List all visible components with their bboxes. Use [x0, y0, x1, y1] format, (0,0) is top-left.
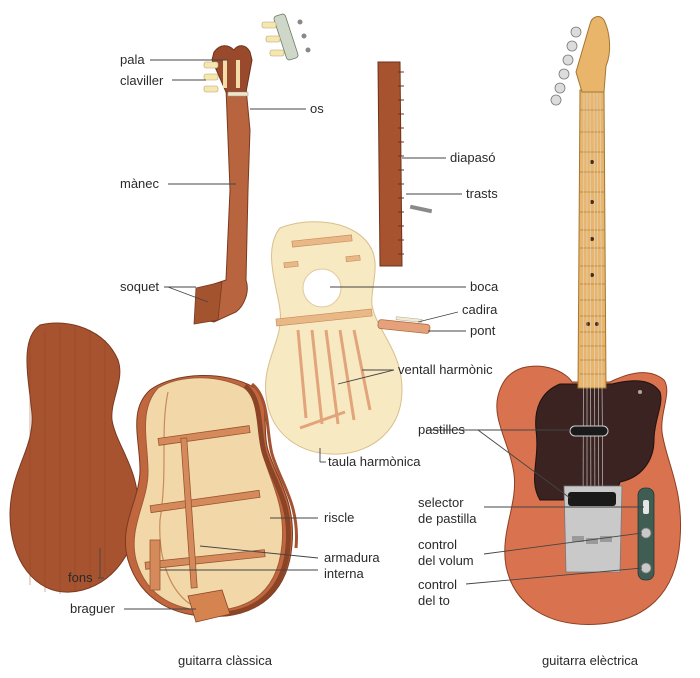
- head-slot-1: [223, 60, 227, 88]
- volume-knob: [640, 527, 652, 539]
- label-soquet: soquet: [120, 279, 159, 294]
- label-armadura-1: armadura: [324, 550, 380, 565]
- nut: [227, 91, 249, 97]
- label-pont: pont: [470, 323, 496, 338]
- label-manec: mànec: [120, 176, 160, 191]
- label-riscle: riscle: [324, 510, 354, 525]
- fan-bracing: [296, 329, 372, 430]
- label-taula: taula harmònica: [328, 454, 421, 469]
- electric-frets: [580, 109, 605, 375]
- electric-headstock: [575, 16, 611, 93]
- label-selector-2: de pastilla: [418, 511, 477, 526]
- guitar-back: [9, 322, 139, 593]
- sound-hole: [302, 268, 342, 308]
- label-armadura-2: interna: [324, 566, 365, 581]
- electric-strings: [582, 91, 604, 531]
- label-volum-2: del volum: [418, 553, 474, 568]
- tuning-pegs: [203, 61, 219, 93]
- label-to-2: del to: [418, 593, 450, 608]
- bridge-pickup: [568, 492, 616, 506]
- bridge: [377, 319, 431, 334]
- electric-tuners: [550, 26, 582, 106]
- label-ventall: ventall harmònic: [398, 362, 493, 377]
- label-selector-1: selector: [418, 495, 464, 510]
- label-volum-1: control: [418, 537, 457, 552]
- label-diapaso: diapasó: [450, 150, 496, 165]
- internal-bracing: [144, 425, 266, 591]
- fingerboard-frets: [398, 71, 404, 255]
- fingerboard: [377, 61, 403, 267]
- soundboard-bracing: [275, 234, 373, 327]
- label-fons: fons: [68, 570, 93, 585]
- heel-block: [187, 589, 231, 623]
- neck-pickup: [569, 425, 609, 437]
- label-boca: boca: [470, 279, 499, 294]
- label-claviller: claviller: [120, 73, 164, 88]
- heel-soquet: [193, 281, 223, 325]
- pickguard-screw: [638, 390, 642, 394]
- caption-electric: guitarra elèctrica: [542, 653, 639, 668]
- caption-classical: guitarra clàssica: [178, 653, 273, 668]
- part-labels: pala claviller os mànec soquet diapasó t…: [68, 52, 499, 616]
- pickup-selector-switch: [643, 500, 649, 514]
- label-pastilles: pastilles: [418, 422, 465, 437]
- bridge-saddles: [572, 536, 612, 544]
- label-to-1: control: [418, 577, 457, 592]
- back-grain: [29, 326, 106, 594]
- classical-head: [211, 45, 253, 93]
- leader-lines: [98, 59, 644, 610]
- tone-knob: [640, 562, 652, 574]
- tuner-assembly: [261, 13, 311, 61]
- label-trasts: trasts: [466, 186, 498, 201]
- label-braguer: braguer: [70, 601, 115, 616]
- fret-piece: [409, 204, 433, 214]
- head-slot-2: [236, 60, 240, 88]
- label-cadira: cadira: [462, 302, 498, 317]
- label-os: os: [310, 101, 324, 116]
- label-pala: pala: [120, 52, 145, 67]
